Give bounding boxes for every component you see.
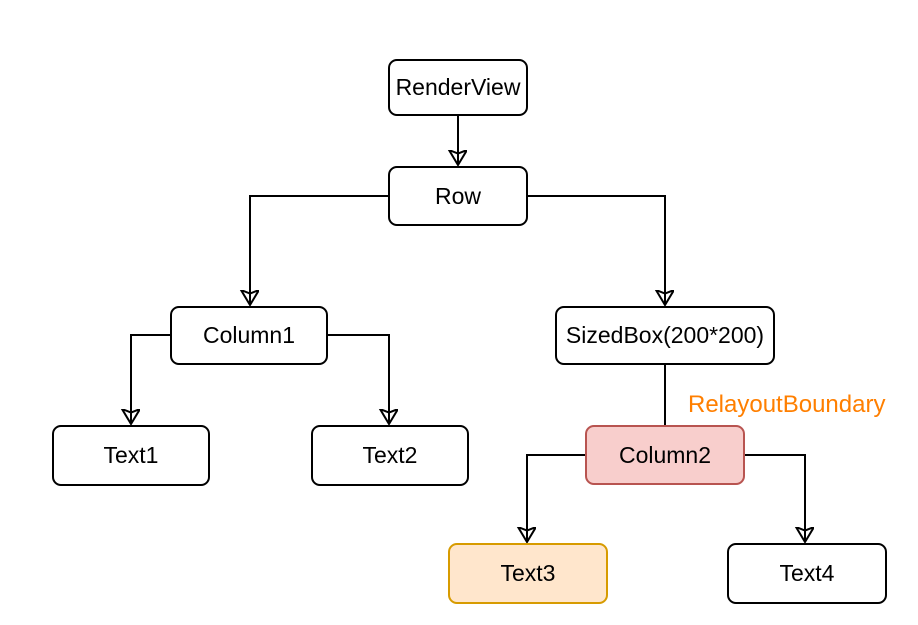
- node-sizedbox: SizedBox(200*200): [555, 306, 775, 365]
- node-renderview-label: RenderView: [395, 74, 521, 100]
- edge-column2-to-text3: [527, 454, 585, 541]
- node-text1-label: Text1: [103, 442, 159, 468]
- relayout-boundary-label: RelayoutBoundary: [688, 391, 886, 418]
- node-row: Row: [388, 166, 528, 226]
- node-text3-label: Text3: [500, 560, 556, 586]
- node-column1: Column1: [170, 306, 328, 365]
- edge-column1-to-text1: [131, 334, 170, 423]
- node-text2: Text2: [311, 425, 469, 486]
- node-renderview: RenderView: [388, 59, 528, 116]
- node-column1-label: Column1: [202, 322, 296, 348]
- node-text2-label: Text2: [362, 442, 418, 468]
- node-sizedbox-label: SizedBox(200*200): [565, 322, 765, 348]
- edge-row-to-column1: [250, 195, 388, 304]
- node-text4: Text4: [727, 543, 887, 604]
- node-column2: Column2: [585, 425, 745, 485]
- node-row-label: Row: [434, 182, 481, 209]
- node-text3: Text3: [448, 543, 608, 604]
- edge-row-to-sizedbox: [528, 195, 665, 304]
- edge-column2-to-text4: [745, 454, 805, 541]
- node-column2-label: Column2: [618, 441, 712, 468]
- node-text1: Text1: [52, 425, 210, 486]
- edge-column1-to-text2: [328, 334, 389, 423]
- node-text4-label: Text4: [779, 560, 835, 586]
